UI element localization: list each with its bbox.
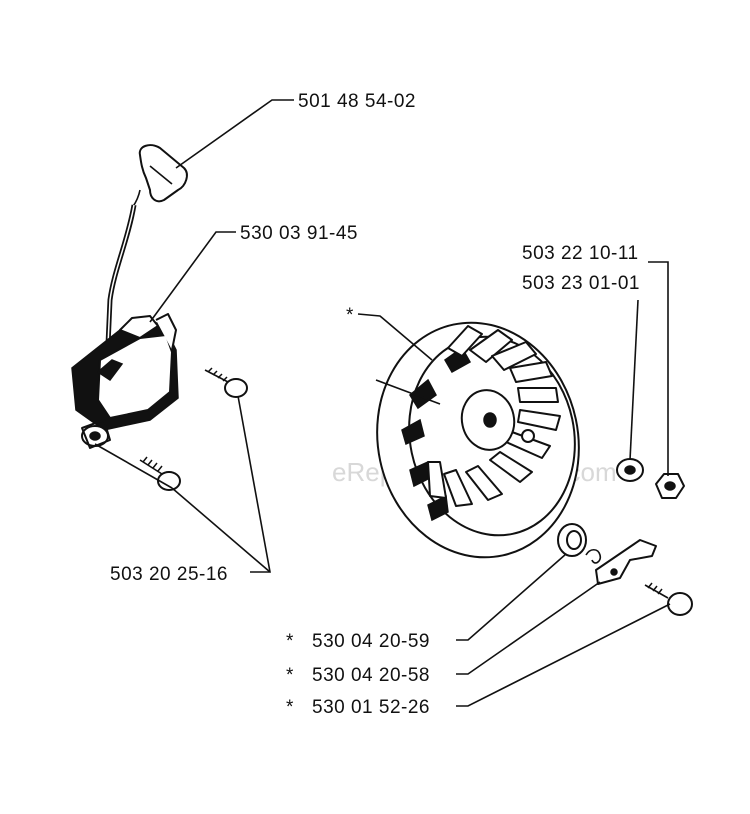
flywheel-fins bbox=[427, 325, 561, 507]
label-spark-plug-cap: 501 48 54-02 bbox=[298, 91, 416, 112]
label-washer: 503 22 10-11 bbox=[522, 243, 639, 264]
leader-lines bbox=[94, 99, 671, 707]
label-nut: 503 23 01-01 bbox=[522, 273, 640, 294]
washer[interactable] bbox=[616, 458, 644, 482]
label-pawl: 530 04 20-58 bbox=[312, 665, 430, 686]
starter-pawl[interactable] bbox=[585, 539, 657, 585]
nut[interactable] bbox=[655, 473, 685, 499]
label-ignition-module: 530 03 91-45 bbox=[240, 223, 358, 244]
label-flywheel-asterisk: * bbox=[346, 305, 354, 326]
module-screw-upper[interactable] bbox=[204, 367, 248, 398]
label-pawl-screw: 530 01 52-26 bbox=[312, 697, 430, 718]
flywheel[interactable] bbox=[356, 304, 601, 576]
flywheel-key[interactable] bbox=[557, 523, 587, 557]
module-screw-lower[interactable] bbox=[139, 456, 181, 491]
ht-lead bbox=[105, 204, 137, 346]
ignition-module[interactable] bbox=[71, 313, 179, 449]
spark-plug-cap[interactable] bbox=[131, 144, 188, 209]
asterisk-pawl: * bbox=[286, 665, 294, 686]
asterisk-pawl-screw: * bbox=[286, 697, 294, 718]
label-key: 530 04 20-59 bbox=[312, 631, 430, 652]
label-module-screws: 503 20 25-16 bbox=[110, 564, 228, 585]
pawl-screw[interactable] bbox=[644, 582, 693, 616]
asterisk-key: * bbox=[286, 631, 294, 652]
